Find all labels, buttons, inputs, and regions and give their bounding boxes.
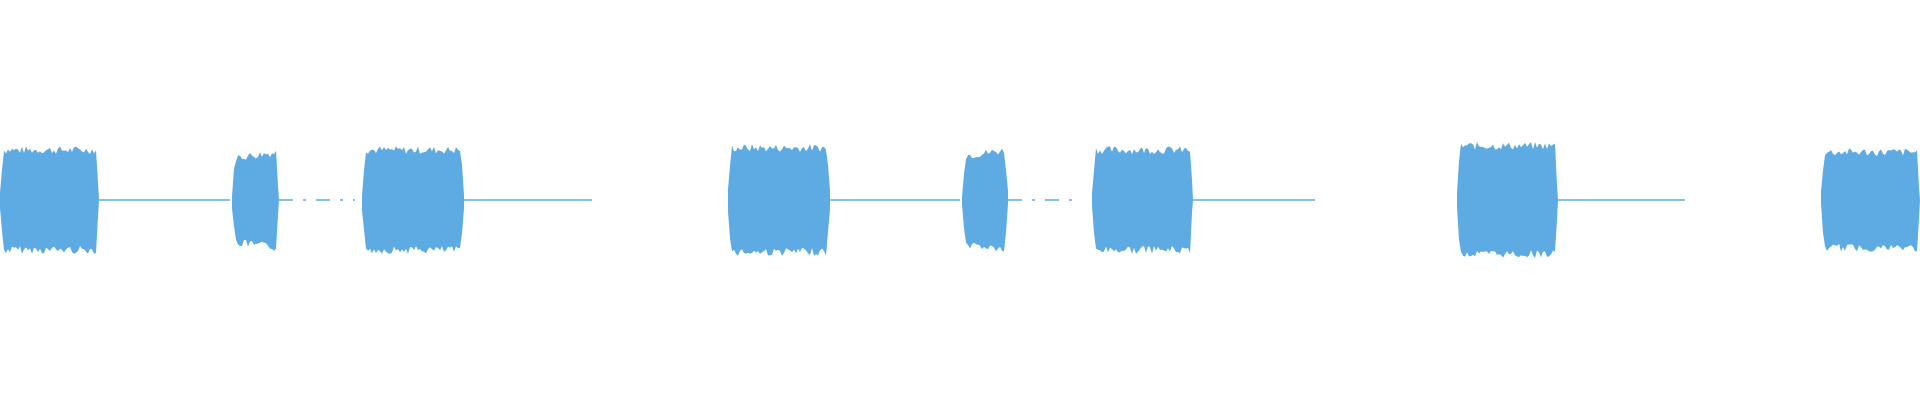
waveform-burst-6 [1092, 146, 1193, 254]
waveform-burst-2 [232, 150, 279, 251]
waveform-burst-4 [728, 144, 830, 256]
waveform-burst-3 [362, 146, 464, 254]
waveform-burst-5 [962, 148, 1008, 252]
waveform-burst-8 [1821, 148, 1920, 252]
waveform-burst-1 [0, 146, 99, 254]
waveform-burst-7 [1457, 142, 1558, 258]
waveform-bursts [0, 142, 1920, 258]
